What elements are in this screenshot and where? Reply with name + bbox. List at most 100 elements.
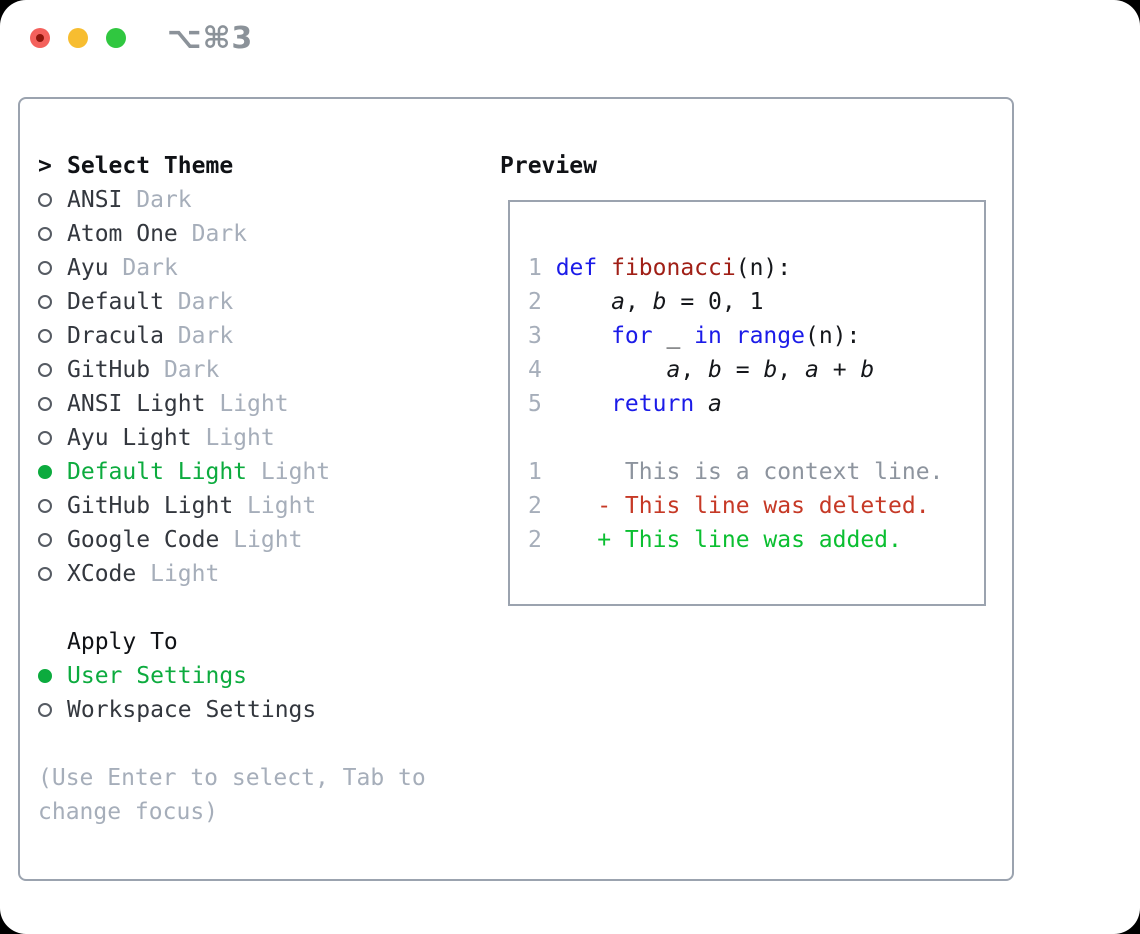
theme-name: GitHub [67, 357, 151, 383]
radio-icon [38, 295, 52, 309]
minimize-button-icon[interactable] [68, 28, 88, 48]
theme-option[interactable]: Ayu Dark [38, 251, 426, 285]
apply-option[interactable]: User Settings [38, 659, 426, 693]
radio-icon [38, 703, 52, 717]
code-token: return [611, 391, 695, 417]
line-content: a, b = 0, 1 [556, 289, 764, 315]
marker-gutter [38, 193, 67, 207]
code-token: a [611, 289, 625, 315]
code-token: a [666, 357, 681, 383]
theme-variant: Light [260, 459, 331, 485]
code-token [556, 357, 667, 383]
theme-option-label: ANSI Light Light [67, 391, 289, 417]
code-token: for [611, 323, 653, 349]
marker-gutter [38, 669, 67, 683]
line-number: 1 [528, 459, 542, 485]
marker-gutter [38, 227, 67, 241]
apply-to-title: Apply To [67, 629, 178, 655]
radio-icon [38, 193, 52, 207]
theme-option-label: Atom One Dark [67, 221, 247, 247]
code-token: b [860, 357, 875, 383]
theme-name: Atom One [67, 221, 178, 247]
theme-option[interactable]: Default Dark [38, 285, 426, 319]
marker-gutter [38, 363, 67, 377]
marker-gutter [38, 499, 67, 513]
theme-option-label: Ayu Dark [67, 255, 178, 281]
code-token: b [708, 357, 722, 383]
theme-name: Default [67, 289, 164, 315]
theme-option-label: Default Dark [67, 289, 233, 315]
theme-option[interactable]: GitHub Dark [38, 353, 426, 387]
line-content: + This line was added. [556, 527, 902, 553]
code-token: = 0, 1 [666, 289, 764, 315]
line-content: def fibonacci(n): [556, 255, 791, 281]
spacer [38, 591, 426, 625]
theme-name: ANSI Light [67, 391, 206, 417]
code-token: = [721, 357, 764, 383]
theme-option[interactable]: Ayu Light Light [38, 421, 426, 455]
code-token: b [763, 357, 778, 383]
code-token: a [805, 357, 819, 383]
close-button-icon[interactable] [30, 28, 50, 48]
theme-variant: Dark [122, 255, 178, 281]
maximize-button-icon[interactable] [106, 28, 126, 48]
select-theme-header: > Select Theme [38, 149, 426, 183]
theme-variant: Dark [177, 323, 234, 349]
theme-option[interactable]: Google Code Light [38, 523, 426, 557]
radio-selected-icon [38, 465, 52, 479]
theme-option[interactable]: Dracula Dark [38, 319, 426, 353]
apply-option-label: User Settings [67, 663, 248, 689]
focus-caret-icon: > [38, 153, 52, 179]
theme-option[interactable]: GitHub Light Light [38, 489, 426, 523]
theme-variant: Light [219, 391, 289, 417]
apply-option-label: Workspace Settings [67, 697, 317, 723]
apply-to-header: Apply To [38, 625, 426, 659]
code-token [556, 527, 598, 553]
theme-option-label: ANSI Dark [67, 187, 192, 213]
theme-option[interactable]: ANSI Dark [38, 183, 426, 217]
hint-text: (Use Enter to select, Tab to change focu… [38, 761, 426, 829]
apply-option[interactable]: Workspace Settings [38, 693, 426, 727]
line-number: 5 [528, 391, 542, 417]
code-token [556, 323, 611, 349]
preview-line: 5 return a [528, 387, 984, 421]
theme-option[interactable]: Default Light Light [38, 455, 426, 489]
code-token: + This line was added. [597, 527, 902, 553]
hint-line-1: (Use Enter to select, Tab to [38, 765, 426, 791]
code-token: a [708, 391, 722, 417]
theme-variant: Light [205, 425, 275, 451]
preview-line [528, 421, 984, 455]
theme-option[interactable]: Atom One Dark [38, 217, 426, 251]
line-content: return a [556, 391, 722, 417]
code-token: (n): [735, 255, 792, 281]
code-token: , [624, 289, 653, 315]
theme-option[interactable]: ANSI Light Light [38, 387, 426, 421]
theme-variant: Dark [177, 289, 234, 315]
code-token: in [694, 323, 722, 349]
radio-icon [38, 261, 52, 275]
theme-option[interactable]: XCode Light [38, 557, 426, 591]
theme-name: Dracula [67, 323, 164, 349]
close-dot-icon [36, 34, 44, 42]
theme-name: Default Light [67, 459, 248, 485]
theme-variant: Dark [163, 357, 220, 383]
theme-variant: Light [233, 527, 303, 553]
code-token [597, 255, 611, 281]
marker-gutter [38, 567, 67, 581]
line-number: 2 [528, 493, 542, 519]
theme-name: GitHub Light [67, 493, 234, 519]
preview-line: 2 a, b = 0, 1 [528, 285, 984, 319]
preview-line: 3 for _ in range(n): [528, 319, 984, 353]
theme-name: Google Code [67, 527, 220, 553]
marker-gutter [38, 295, 67, 309]
code-token [556, 493, 598, 519]
line-content: This is a context line. [556, 459, 944, 485]
code-token [722, 323, 736, 349]
